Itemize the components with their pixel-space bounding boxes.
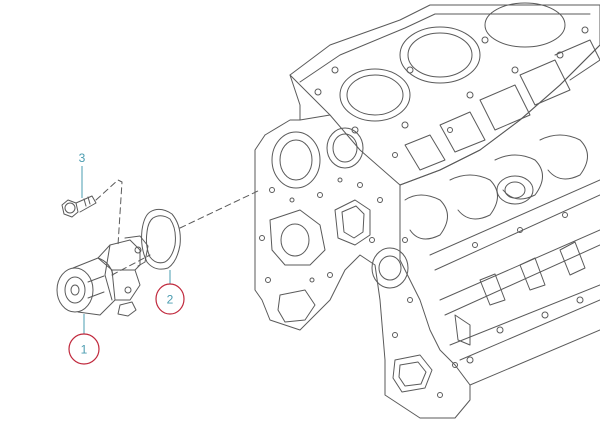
- callout-circle-1: [68, 333, 100, 365]
- callout-circle-2: [155, 283, 185, 315]
- bolt: [61, 195, 97, 218]
- engine-block: [254, 2, 600, 419]
- callouts: 1 2 3: [68, 151, 185, 365]
- callout-label-3: 3: [79, 151, 86, 165]
- callout-label-2: 2: [167, 293, 174, 307]
- assembly-lines: [95, 179, 261, 276]
- water-pump: [56, 235, 149, 317]
- callout-label-1: 1: [81, 343, 88, 357]
- gasket: [141, 208, 181, 270]
